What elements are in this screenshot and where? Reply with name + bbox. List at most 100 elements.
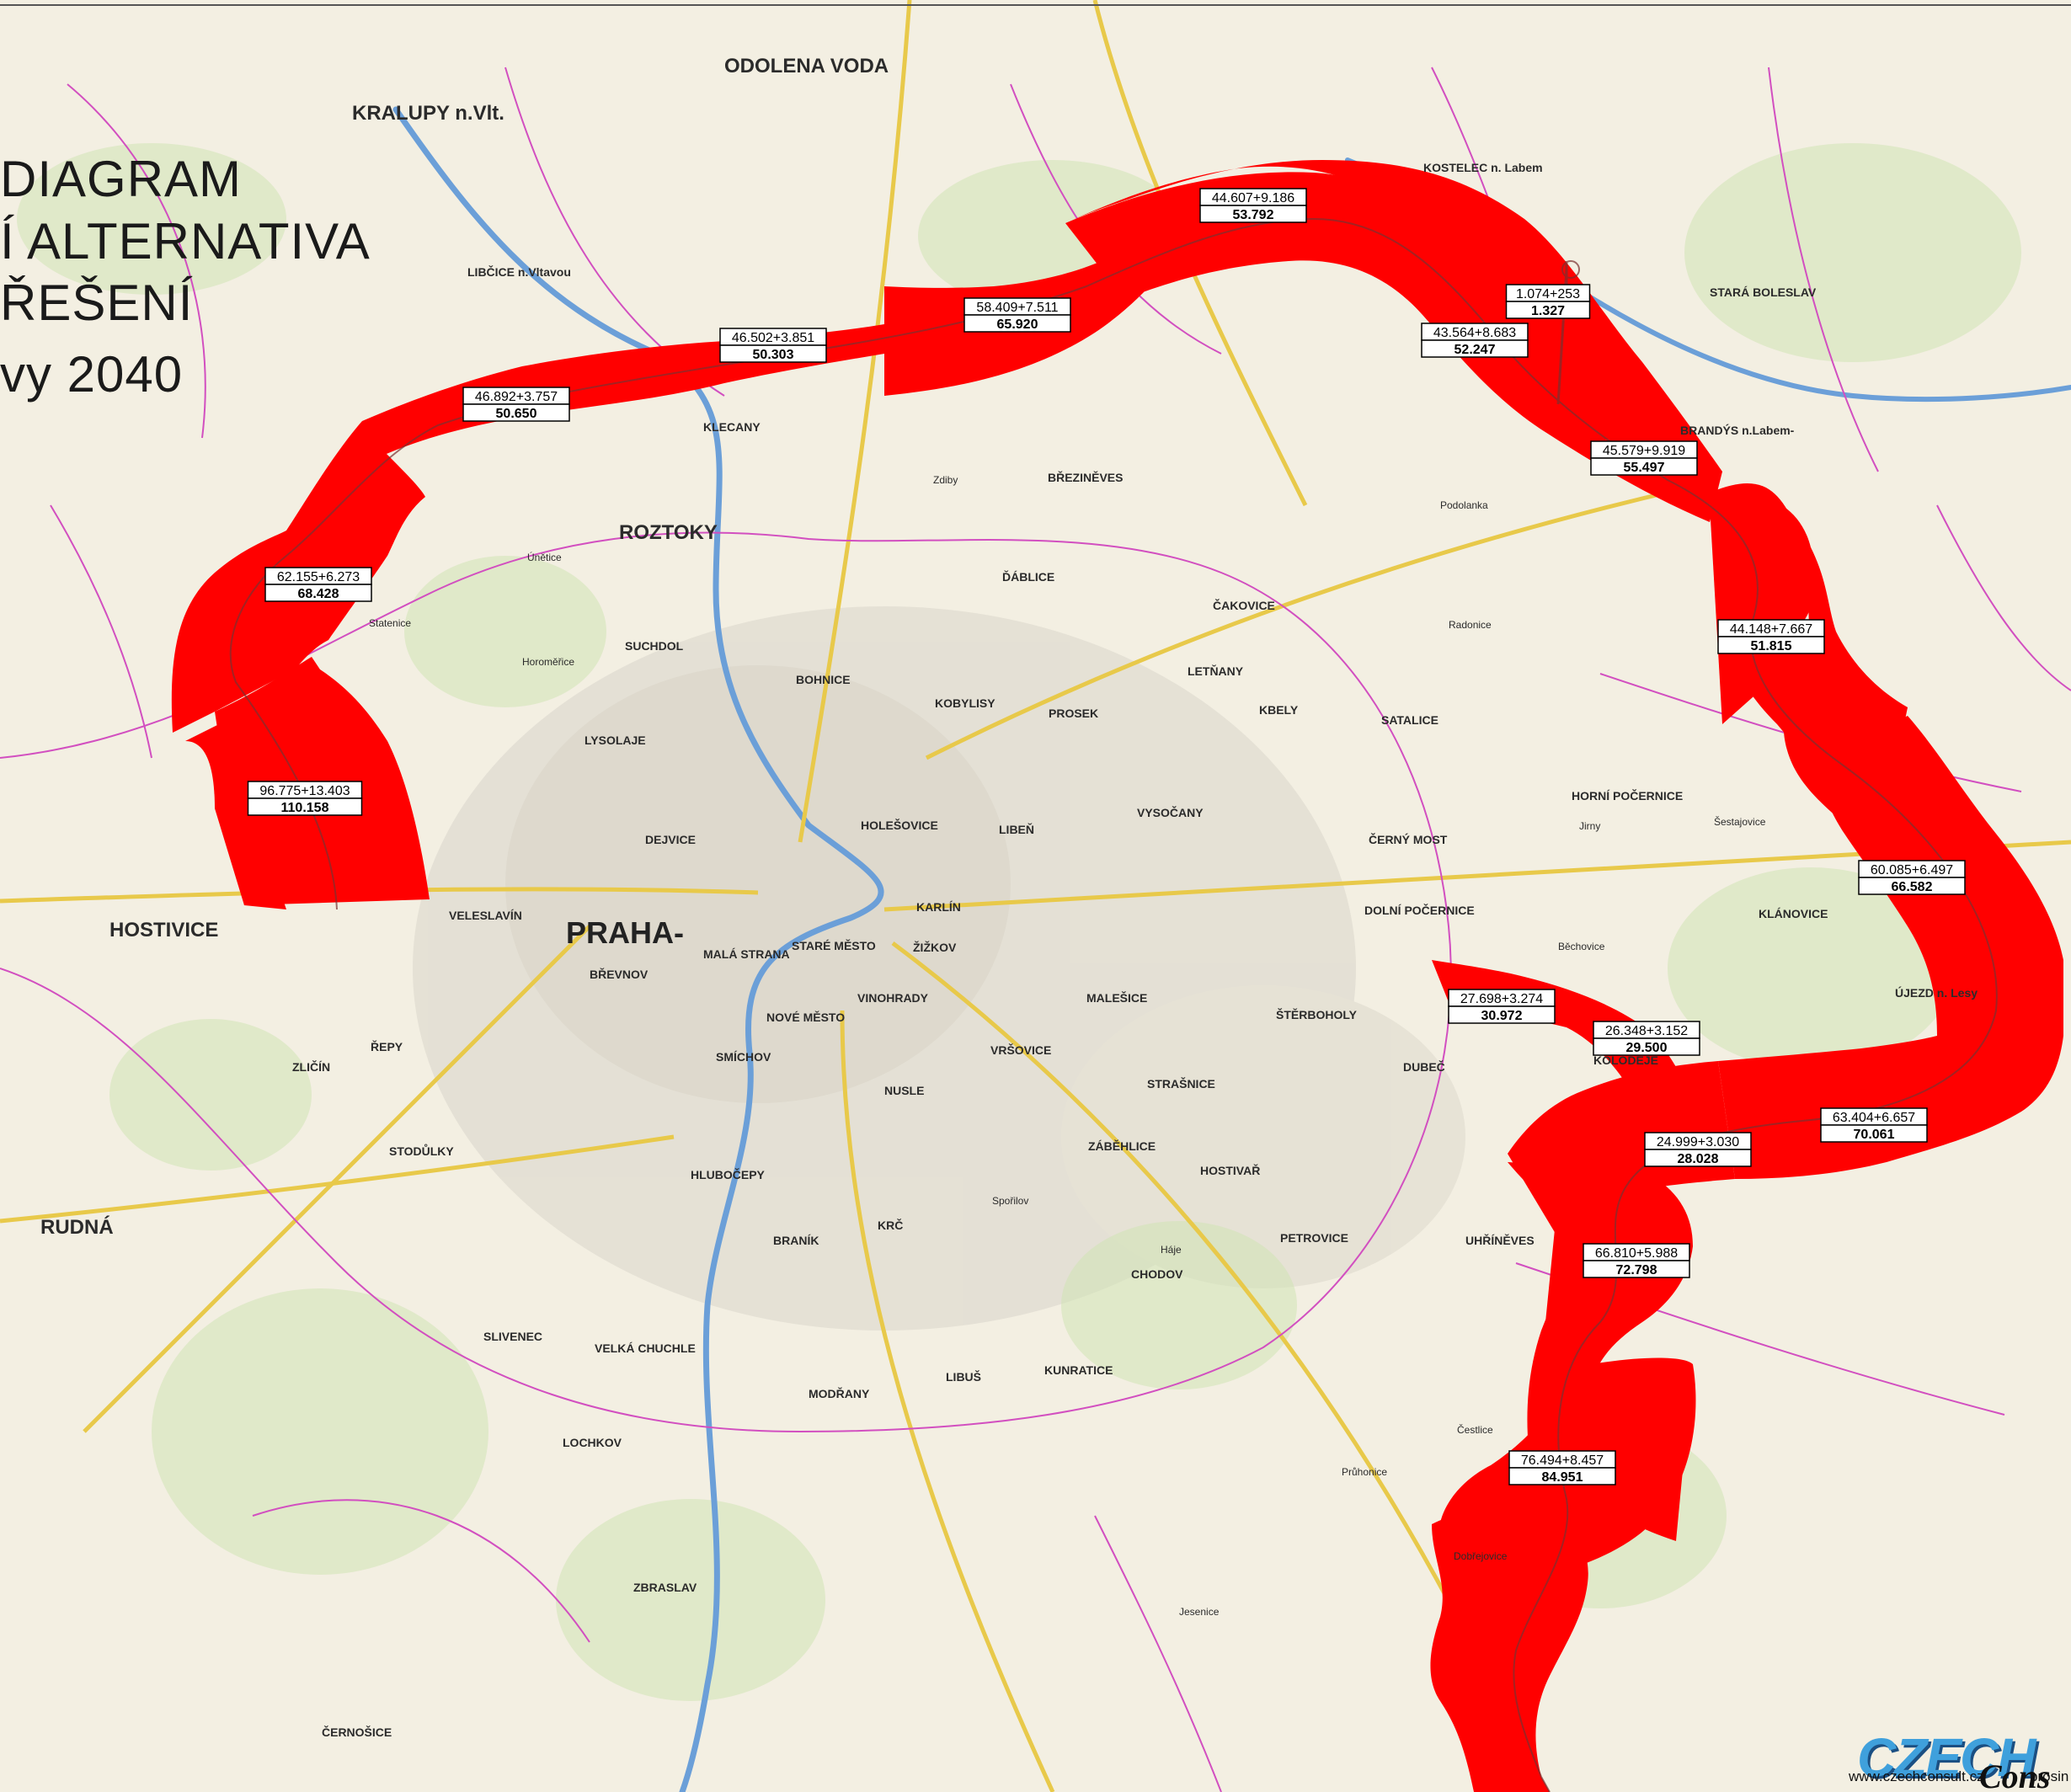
section-label-sum: 26.348+3.152	[1605, 1024, 1688, 1038]
place-branik: BRANÍK	[773, 1234, 819, 1247]
section-label-total: 50.650	[496, 407, 537, 421]
place-prosek: PROSEK	[1049, 707, 1098, 720]
section-label-box-bottom	[264, 584, 372, 602]
title-line-1: DIAGRAM	[0, 151, 243, 207]
place-stare-mesto: STARÉ MĚSTO	[792, 938, 876, 952]
place-dubec: DUBEČ	[1403, 1059, 1445, 1074]
place-strasnice: STRAŠNICE	[1147, 1076, 1215, 1091]
section-label-sum: 96.775+13.403	[259, 784, 350, 798]
title-line-3: ŘEŠENÍ	[0, 275, 194, 331]
place-slivenec: SLIVENEC	[483, 1330, 542, 1343]
place-kolodeje: KOLODĚJE	[1593, 1053, 1658, 1067]
section-label-total: 84.951	[1542, 1470, 1583, 1485]
section-label-box-bottom	[1820, 1124, 1928, 1143]
section-label-box-bottom	[1199, 205, 1307, 223]
section-label-total: 50.303	[753, 348, 794, 362]
place-zbraslav: ZBRASLAV	[633, 1581, 697, 1594]
section-label-box-bottom	[1644, 1149, 1752, 1167]
place-nusle: NUSLE	[884, 1084, 924, 1097]
place-zizkov: ŽIŽKOV	[913, 940, 957, 954]
section-label-box-bottom	[1421, 339, 1529, 358]
place-hostivar: HOSTIVAŘ	[1200, 1163, 1260, 1177]
footer-date: prosin	[2030, 1768, 2069, 1784]
place-radonice: Radonice	[1449, 619, 1492, 631]
place-zdiby: Zdiby	[933, 474, 958, 486]
section-label-box-bottom	[247, 797, 363, 816]
place-klecany: KLECANY	[703, 420, 761, 434]
footer-website[interactable]: www.czechconsult.cz	[1849, 1768, 1984, 1784]
section-label-box-bottom	[1448, 1005, 1556, 1024]
band-north-thick	[1065, 172, 1722, 523]
section-label-sum: 46.502+3.851	[732, 331, 814, 345]
place-horni-pocernice: HORNÍ POČERNICE	[1572, 788, 1683, 803]
section-label-total: 51.815	[1751, 639, 1792, 653]
section-label-total: 28.028	[1678, 1152, 1719, 1166]
section-label-s11: 60.085+6.497 66.582	[1858, 860, 1966, 895]
place-lysolaje: LYSOLAJE	[584, 733, 646, 747]
section-labels: 96.775+13.403110.15862.155+6.27368.42846…	[247, 188, 1966, 1485]
section-label-total: 66.582	[1892, 880, 1933, 894]
section-label-total: 55.497	[1624, 461, 1665, 475]
section-label-box-bottom	[719, 344, 827, 363]
section-label-total: 1.327	[1531, 304, 1565, 318]
section-label-total: 65.920	[997, 317, 1038, 332]
place-klanovice: KLÁNOVICE	[1759, 907, 1828, 920]
section-label-sum: 60.085+6.497	[1871, 863, 1953, 877]
title-line-4: vy 2040	[0, 346, 184, 403]
place-mala-strana: MALÁ STRANA	[703, 947, 790, 961]
place-holesovice: HOLEŠOVICE	[861, 818, 938, 832]
place-statenice: Statenice	[369, 617, 411, 629]
section-label-s17: 76.494+8.457 84.951	[1508, 1450, 1616, 1485]
band-southwest-w	[185, 724, 286, 909]
section-label-box-bottom	[1583, 1260, 1690, 1278]
place-zlicin: ZLIČÍN	[292, 1059, 330, 1074]
place-stodulky: STODŮLKY	[389, 1143, 454, 1158]
company-logo: CZECH Cons	[1844, 1718, 2071, 1792]
place-libus: LIBUŠ	[946, 1369, 981, 1384]
section-label-box-bottom	[1858, 877, 1966, 895]
section-label-total: 52.247	[1455, 343, 1496, 357]
place-rudna: RUDNÁ	[40, 1215, 114, 1239]
place-cakovice: ČAKOVICE	[1213, 598, 1275, 612]
place-dablice: ĎÁBLICE	[1002, 569, 1054, 584]
section-label-box-bottom	[1505, 301, 1591, 319]
place-kralupy: KRALUPY n.Vlt.	[352, 102, 504, 125]
place-hlubocepy: HLUBOČEPY	[691, 1167, 766, 1181]
place-praha: PRAHA-	[566, 915, 684, 950]
place-zabehlice: ZÁBĚHLICE	[1088, 1139, 1156, 1153]
place-jirny: Jirny	[1579, 820, 1600, 832]
place-satalice: SATALICE	[1381, 713, 1438, 727]
place-uhrineves: UHŘÍNĚVES	[1465, 1233, 1535, 1247]
section-label-s9: 45.579+9.919 55.497	[1590, 440, 1698, 476]
place-cerny-most: ČERNÝ MOST	[1369, 832, 1448, 846]
section-label-sum: 24.999+3.030	[1657, 1135, 1739, 1149]
place-vinohrady: VINOHRADY	[857, 991, 929, 1005]
section-label-sum: 45.579+9.919	[1603, 444, 1685, 458]
urban-area	[413, 606, 1465, 1331]
place-vrsovice: VRŠOVICE	[990, 1043, 1051, 1057]
place-cernosice: ČERNOŠICE	[322, 1725, 392, 1739]
section-label-sum: 1.074+253	[1516, 287, 1580, 301]
section-label-sum: 44.607+9.186	[1212, 191, 1294, 205]
place-bohnice: BOHNICE	[796, 673, 851, 686]
section-label-s7: 1.074+253 1.327	[1505, 284, 1591, 319]
place-nove-mesto: NOVÉ MĚSTO	[766, 1010, 845, 1024]
place-velka-chuchle: VELKÁ CHUCHLE	[595, 1341, 696, 1355]
section-label-sum: 76.494+8.457	[1521, 1453, 1604, 1468]
section-label-box-bottom	[462, 403, 570, 422]
section-label-s15: 24.999+3.030 28.028	[1644, 1132, 1752, 1167]
place-kostelec: KOSTELEC n. Labem	[1423, 161, 1543, 174]
place-bechovice: Běchovice	[1558, 941, 1605, 952]
section-label-sum: 44.148+7.667	[1730, 622, 1812, 637]
section-label-box-bottom	[963, 314, 1071, 333]
place-pruhonice: Průhonice	[1342, 1466, 1387, 1478]
section-label-s10: 44.148+7.667 51.815	[1717, 619, 1825, 654]
section-label-sum: 63.404+6.657	[1833, 1111, 1915, 1125]
place-malesice: MALEŠICE	[1086, 990, 1147, 1005]
section-label-total: 110.158	[281, 801, 329, 815]
section-label-box-bottom	[1593, 1037, 1700, 1056]
